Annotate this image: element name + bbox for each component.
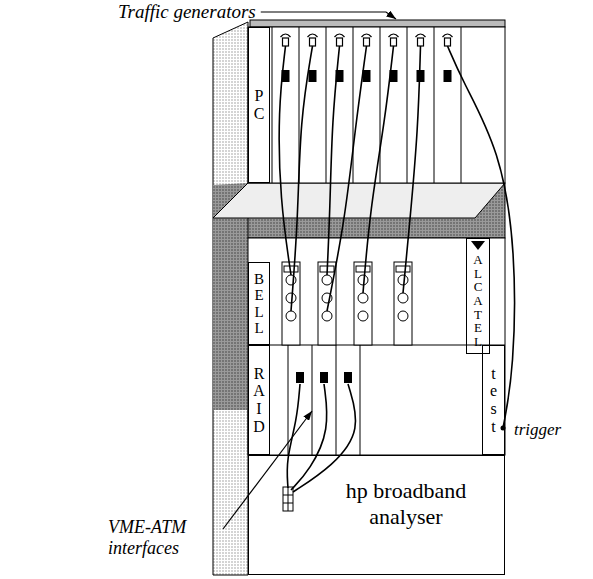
generator-leds: [444, 70, 452, 82]
vme-atm-boards: [336, 345, 337, 455]
analyser-connector: [288, 487, 289, 511]
vme-atm-boards: [296, 372, 304, 383]
generator-connectors: [364, 38, 370, 46]
board-label: PC: [254, 87, 265, 122]
atm-switch-modules: [354, 262, 372, 345]
instrument-name: hp broadband analyser: [331, 478, 481, 531]
crate-gap: [213, 183, 505, 238]
atm-switch-modules: [286, 275, 296, 285]
generator-connectors: [418, 38, 424, 46]
vme-atm-boards: [312, 345, 313, 455]
top-crate: [407, 27, 408, 183]
generator-connectors: [362, 34, 372, 37]
top-crate: [272, 27, 273, 183]
board-label: RAID: [253, 365, 265, 435]
analyser-connector: [283, 487, 293, 511]
board-label: test: [490, 365, 497, 435]
crate-gap: [213, 183, 505, 218]
atm-switch-modules: [358, 311, 368, 321]
leader-arrow: [261, 12, 396, 19]
cable: [327, 46, 340, 275]
cable: [363, 46, 394, 293]
generator-connectors: [416, 34, 426, 37]
callout-label: trigger: [514, 420, 561, 440]
cable: [293, 384, 356, 492]
generator-connectors: [445, 38, 451, 46]
top-crate: [380, 27, 381, 183]
board-label: BELL: [254, 271, 264, 337]
top-crate: [248, 20, 505, 183]
middle-crate: [248, 238, 505, 455]
leader-arrow: [223, 411, 312, 529]
vertical-board: PC: [248, 27, 270, 183]
vme-atm-boards: [288, 345, 289, 455]
generator-connectors: [283, 38, 289, 46]
callout-label: Traffic generators: [118, 1, 256, 23]
vertical-board: BELL: [248, 262, 270, 345]
generator-connectors: [310, 38, 316, 46]
generator-connectors: [335, 34, 345, 37]
atm-switch-modules: [394, 262, 412, 345]
callout-label: VME-ATM interfaces: [108, 517, 220, 559]
generator-connectors: [281, 34, 453, 46]
atm-switch-modules: [282, 262, 412, 345]
atm-switch-modules: [398, 275, 408, 285]
atm-switch-modules: [398, 293, 408, 303]
vme-atm-boards: [320, 372, 328, 383]
generator-connectors: [391, 38, 397, 46]
middle-crate: [248, 238, 505, 455]
cable: [291, 46, 313, 311]
atm-switch-modules: [322, 311, 332, 321]
cable: [279, 46, 291, 275]
vertical-board: RAID: [248, 345, 270, 455]
top-crate: [250, 20, 505, 27]
atm-switch-modules: [322, 275, 332, 285]
atm-switch-modules: [358, 293, 368, 303]
board-label: ALCATEL: [473, 253, 482, 348]
vertical-board: test: [482, 345, 505, 455]
vme-atm-boards: [360, 345, 361, 455]
cable: [291, 384, 327, 490]
analyser-connector: [283, 487, 293, 511]
cables: [279, 46, 514, 492]
atm-switch-modules: [286, 311, 296, 321]
instrument-box: hp broadband analyser: [248, 455, 505, 575]
cable: [327, 46, 367, 311]
rack-side-panel: [213, 22, 248, 575]
top-crate: [353, 27, 354, 183]
cable: [403, 46, 421, 293]
top-crate: [434, 27, 435, 183]
rack-side-panel: [213, 22, 248, 575]
atm-switch-modules: [356, 266, 370, 272]
top-crate: [326, 27, 327, 183]
generator-connectors: [389, 34, 399, 37]
atm-switch-modules: [398, 311, 408, 321]
top-crate: [248, 27, 505, 183]
middle-crate: [471, 241, 485, 250]
vertical-board: ALCATEL: [466, 238, 490, 354]
generator-leds: [309, 70, 317, 82]
leader-lines: [223, 12, 396, 529]
generator-connectors: [443, 34, 453, 37]
generator-connectors: [308, 34, 318, 37]
top-crate: [461, 27, 462, 183]
generator-connectors: [337, 38, 343, 46]
vme-atm-boards: [344, 372, 352, 383]
generator-connectors: [281, 34, 291, 37]
atm-switch-modules: [396, 266, 410, 272]
